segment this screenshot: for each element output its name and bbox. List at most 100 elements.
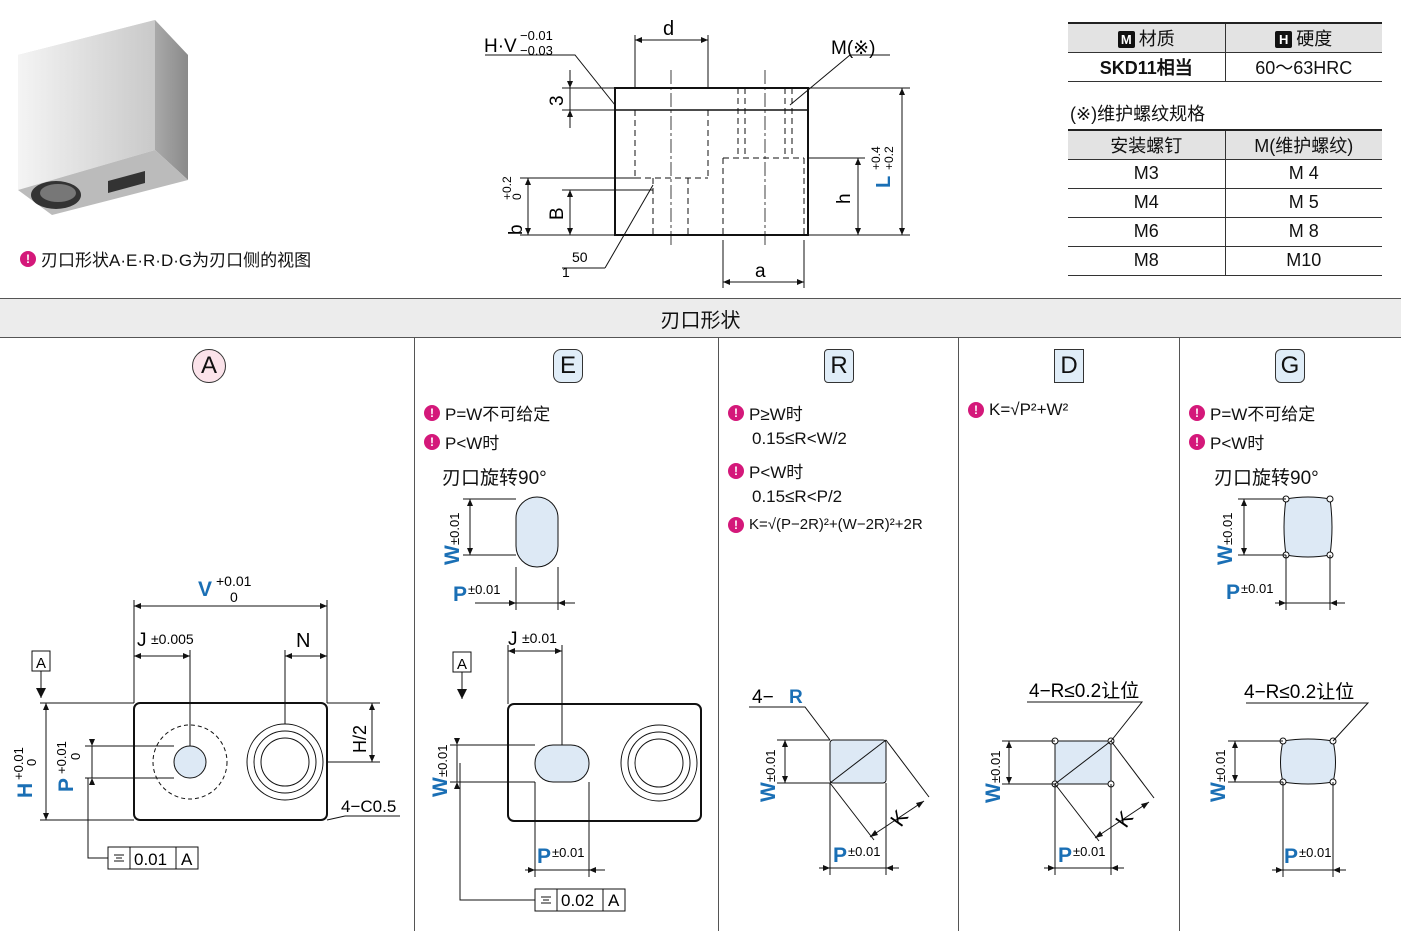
g-note-1: !P=W不可给定 [1189,400,1315,425]
d-note-1: !K=√P²+W² [968,400,1068,420]
info-icon: ! [728,404,744,421]
r-note-3: !K=√(P−2R)²+(W−2R)²+2R [728,516,923,533]
svg-text:K: K [1111,807,1138,832]
shape-g-drawing: W ±0.01 P ±0.01 4−R≤0.2让位 W ±0.01 P ±0.0… [1207,495,1370,877]
svg-text:H: H [14,783,37,798]
g-rotate-title: 刃口旋转90° [1214,468,1319,489]
svg-text:P: P [537,845,551,868]
svg-text:−0.01: −0.01 [520,28,553,43]
info-icon: ! [20,250,36,267]
r-note-1b: 0.15≤R<W/2 [752,429,847,448]
divider [718,338,719,931]
info-icon: ! [1189,404,1205,421]
svg-text:W: W [441,545,464,565]
e-note-2: !P<W时 [424,429,499,454]
thread-note: (※)维护螺纹规格 [1070,104,1206,124]
svg-text:±0.01: ±0.01 [1220,513,1235,545]
svg-text:+0.01: +0.01 [216,573,252,589]
svg-text:A: A [457,656,467,673]
svg-text:4−R≤0.2让位: 4−R≤0.2让位 [1029,680,1139,702]
shape-a-drawing: V +0.01 0 J ±0.005 N H/2 H +0.01 0 P +0.… [11,573,400,870]
shape-letter-a: A [192,349,226,383]
svg-text:±0.01: ±0.01 [447,513,462,545]
shape-e-drawing: W ±0.01 P ±0.01 J ±0.01 W ±0.01 P ±0.01 … [429,496,702,912]
hardness-value: 60～63HRC [1225,52,1382,82]
info-icon: ! [1189,433,1205,450]
svg-text:±0.01: ±0.01 [468,582,500,597]
svg-text:P: P [453,583,467,606]
svg-text:V: V [198,578,212,601]
divider [958,338,959,931]
svg-text:A: A [181,850,193,869]
r-note-2: !P<W时 [728,458,803,483]
svg-text:0: 0 [510,193,524,200]
svg-text:P: P [1226,581,1240,604]
svg-text:A: A [36,655,46,672]
svg-text:N: N [296,630,310,652]
svg-text:W: W [429,777,452,797]
section-title: 刃口形状 [0,298,1401,338]
shape-letter-g: G [1275,349,1305,383]
svg-text:H·V: H·V [484,36,517,57]
svg-text:0: 0 [68,753,83,760]
svg-text:M(※): M(※) [831,38,875,59]
svg-text:P: P [1058,844,1072,867]
svg-text:+0.2: +0.2 [500,176,514,200]
shape-r-drawing: 4− R W ±0.01 P ±0.01 K [749,687,930,875]
svg-text:±0.01: ±0.01 [522,630,557,646]
info-icon: ! [728,462,744,479]
shape-d-drawing: 4−R≤0.2让位 W ±0.01 P ±0.01 K [982,680,1155,875]
svg-text:1: 1 [562,264,570,280]
svg-text:J: J [508,629,518,650]
svg-text:K: K [886,806,913,831]
g-note-2: !P<W时 [1189,429,1264,454]
product-photo [18,20,188,215]
svg-text:L: L [873,176,895,188]
info-icon: ! [968,402,984,418]
svg-text:±0.01: ±0.01 [1073,844,1105,859]
svg-text:P: P [833,844,847,867]
svg-text:4−C0.5: 4−C0.5 [341,797,396,816]
svg-text:±0.01: ±0.01 [435,745,450,777]
svg-text:4−R≤0.2让位: 4−R≤0.2让位 [1244,681,1354,703]
svg-text:d: d [663,18,674,40]
svg-text:W: W [1214,545,1237,565]
info-icon: ! [424,433,440,450]
svg-text:H/2: H/2 [350,725,370,753]
svg-text:50: 50 [572,249,588,265]
svg-text:±0.01: ±0.01 [763,750,778,782]
svg-text:±0.01: ±0.01 [1299,845,1331,860]
svg-text:J: J [137,630,147,651]
svg-text:3: 3 [547,95,568,106]
photo-caption: ! 刃口形状A·E·R·D·G为刃口侧的视图 [20,246,311,271]
svg-text:W: W [1207,782,1230,802]
svg-text:+0.2: +0.2 [882,146,896,170]
svg-text:b: b [506,224,527,235]
svg-text:+0.01: +0.01 [54,741,69,774]
svg-text:±0.01: ±0.01 [552,845,584,860]
svg-text:0: 0 [230,589,238,605]
shape-letter-r: R [824,349,854,383]
svg-text:±0.01: ±0.01 [1213,750,1228,782]
info-icon: ! [424,404,440,421]
svg-text:±0.01: ±0.01 [1241,581,1273,596]
r-note-2b: 0.15≤R<P/2 [752,487,843,506]
svg-text:±0.005: ±0.005 [151,631,194,647]
material-value: SKD11相当 [1068,52,1226,82]
svg-text:+0.4: +0.4 [869,146,883,170]
svg-text:P: P [1284,845,1298,868]
svg-text:A: A [608,891,620,910]
shape-letter-e: E [553,349,583,383]
info-icon: ! [728,516,744,533]
svg-text:0.02: 0.02 [561,891,594,910]
svg-text:4−: 4− [752,687,774,708]
svg-text:W: W [757,782,780,802]
e-note-1: !P=W不可给定 [424,400,550,425]
svg-text:B: B [547,207,568,220]
svg-text:±0.01: ±0.01 [988,751,1003,783]
hardness-icon: H [1275,30,1293,48]
r-note-1: !P≥W时 [728,400,803,425]
